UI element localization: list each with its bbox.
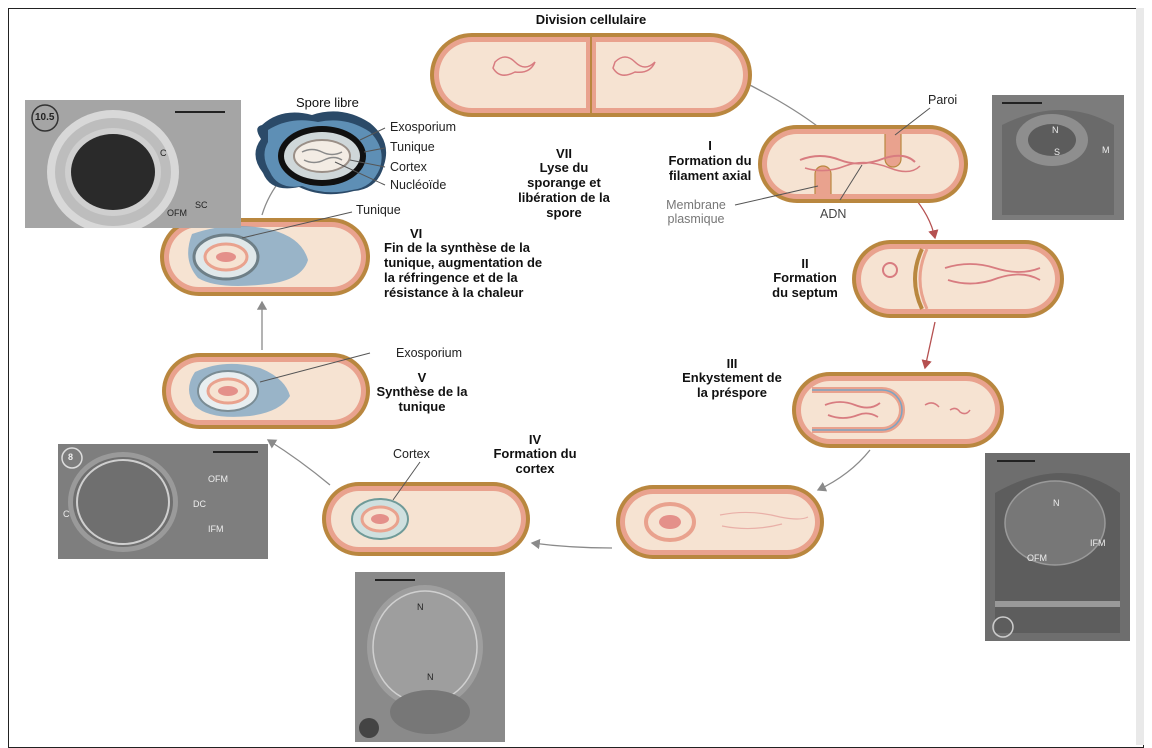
label-cortex: Cortex (390, 160, 427, 174)
micrograph-letter: OFM (167, 208, 187, 218)
stage-vii-text: Lyse du sporange et libération de la spo… (510, 160, 618, 220)
label-membrane-plasmique: Membrane plasmique (660, 198, 732, 226)
micrograph-letter: C (160, 148, 167, 158)
micrograph-letter: N (427, 672, 434, 682)
stage-ii-numeral: II (765, 256, 845, 271)
cell-division (430, 33, 752, 117)
arrow-iv-to-v (268, 440, 330, 485)
arrow-unnamed-to-iv (532, 543, 612, 548)
micrograph-letter: SC (195, 200, 208, 210)
label-paroi: Paroi (928, 93, 957, 107)
cell-stage-ii (852, 240, 1064, 318)
micrograph-mid-left: 8 OFM DC IFM C (58, 444, 268, 559)
label-nucleoide: Nucléoïde (390, 178, 446, 192)
micrograph-letter: IFM (208, 524, 224, 534)
arrow-ii-to-iii (925, 322, 935, 368)
title-division-cellulaire: Division cellulaire (496, 12, 686, 27)
micrograph-letter: S (1054, 147, 1060, 157)
stage-vi-text: Fin de la synthèse de la tunique, augmen… (384, 240, 546, 300)
label-tunique-vi: Tunique (356, 203, 401, 217)
micrograph-top-right: N S M (992, 95, 1124, 220)
micrograph-letter: M (1102, 145, 1110, 155)
cell-stage-iii (792, 372, 1004, 448)
micrograph-letter: DC (193, 499, 206, 509)
label-adn: ADN (820, 207, 846, 221)
stage-ii-text: Formation du septum (765, 270, 845, 300)
cell-stage-iv (322, 462, 530, 556)
label-exosporium: Exosporium (390, 120, 456, 134)
micrograph-letter: OFM (1027, 553, 1047, 563)
stage-v-text: Synthèse de la tunique (374, 384, 470, 414)
cell-stage-i (735, 108, 968, 205)
micrograph-bottom-right: N OFM IFM (985, 453, 1130, 641)
stage-vi-numeral: VI (410, 226, 422, 241)
label-spore-libre: Spore libre (296, 96, 359, 110)
micrograph-letter: OFM (208, 474, 228, 484)
micrograph-letter: N (1052, 125, 1059, 135)
arrow-iii-to-unnamed (818, 450, 870, 490)
stage-i-text: Formation du filament axial (660, 153, 760, 183)
stage-iii-text: Enkystement de la préspore (676, 370, 788, 400)
stage-i-numeral: I (660, 138, 760, 153)
scan-edge (1136, 8, 1144, 745)
stage-iii-numeral: III (676, 356, 788, 371)
micrograph-letter: N (1053, 498, 1060, 508)
micrograph-tag: 8 (68, 452, 73, 462)
stage-iv-text: Formation du cortex (490, 446, 580, 476)
cell-stage-precortex (616, 485, 824, 559)
stage-v-numeral: V (374, 370, 470, 385)
free-spore (255, 111, 386, 194)
label-tunique: Tunique (390, 140, 435, 154)
stage-vii-numeral: VII (510, 146, 618, 161)
micrograph-letter: C (63, 509, 70, 519)
label-exosporium-v: Exosporium (396, 346, 462, 360)
stage-iv-numeral: IV (490, 432, 580, 447)
micrograph-top-left: 10.5 C SC OFM (25, 100, 241, 228)
micrograph-bottom-center: N N (355, 572, 505, 742)
micrograph-letter: IFM (1090, 538, 1106, 548)
cell-stage-v (162, 353, 370, 429)
micrograph-tag: 10.5 (35, 112, 54, 123)
micrograph-letter: N (417, 602, 424, 612)
label-cortex-iv: Cortex (393, 447, 430, 461)
